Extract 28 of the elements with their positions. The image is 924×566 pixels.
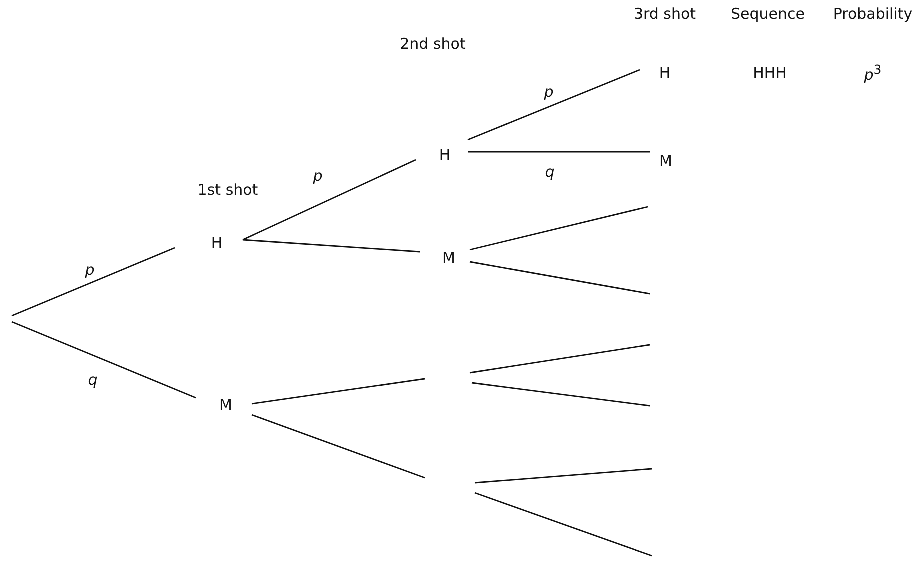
outcome-label: M: [220, 396, 232, 414]
edge-label: p: [85, 261, 95, 279]
branch-line: [12, 247, 176, 317]
edge-label: p: [544, 83, 554, 101]
column-heading: 1st shot: [198, 181, 258, 199]
branch-line: [242, 239, 420, 253]
outcome-label: M: [442, 249, 456, 267]
column-heading: Probability: [833, 5, 913, 23]
outcome-label: H: [439, 146, 451, 164]
edge-label: q: [545, 163, 555, 181]
branch-line: [468, 151, 650, 153]
probability-text: p$^{3}$: [864, 62, 882, 84]
branch-line: [12, 321, 196, 399]
branch-line: [252, 414, 426, 479]
outcome-label: H: [211, 234, 223, 252]
edge-label: p: [313, 167, 323, 185]
branch-line: [242, 159, 416, 241]
branch-line: [252, 378, 426, 405]
column-heading: 3rd shot: [634, 5, 696, 23]
column-heading: 2nd shot: [400, 35, 466, 53]
branch-line: [470, 206, 648, 251]
branch-line: [468, 69, 640, 141]
outcome-label: M: [660, 152, 672, 170]
outcome-label: H: [659, 64, 671, 82]
edge-label: q: [88, 371, 98, 389]
branch-line: [470, 261, 650, 295]
column-heading: Sequence: [731, 5, 805, 23]
sequence-text: HHH: [753, 64, 787, 82]
